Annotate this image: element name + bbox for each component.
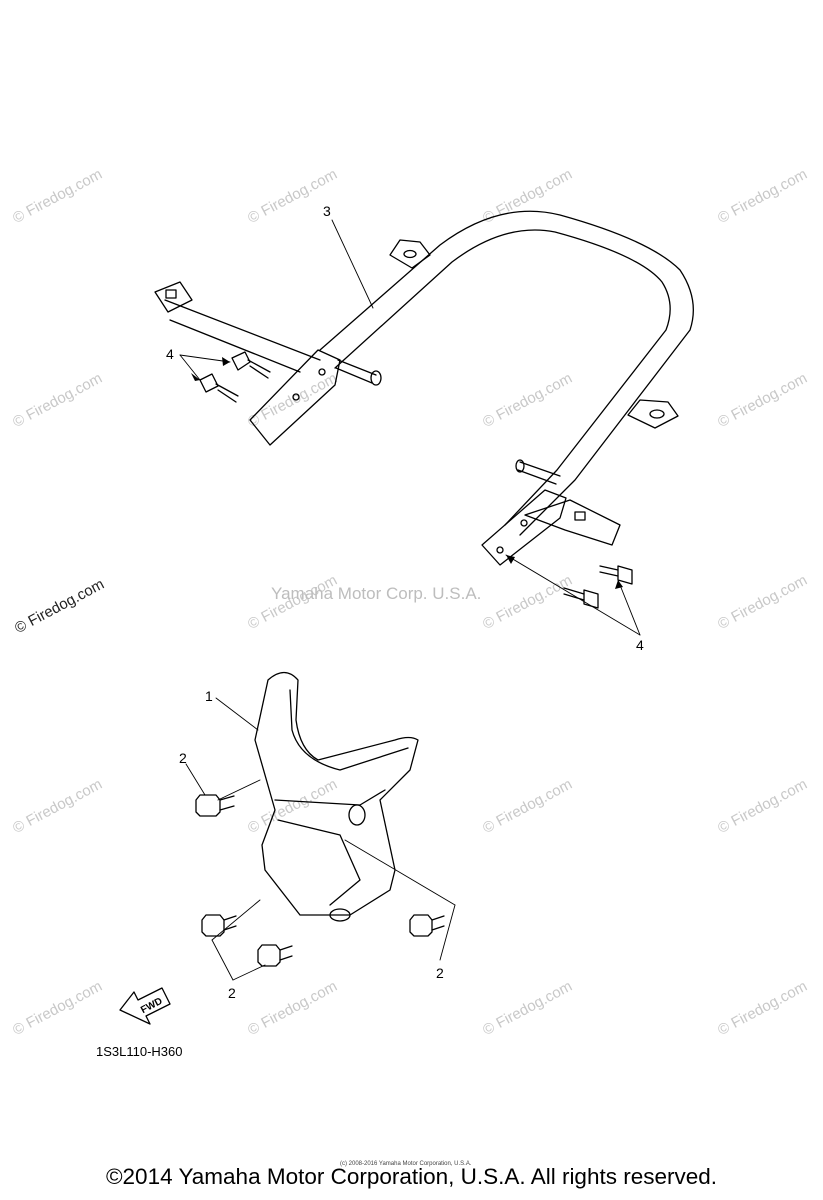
- bolt-part-4: [599, 565, 633, 585]
- callout-1: 1: [205, 688, 213, 704]
- diagram-code: 1S3L110-H360: [96, 1044, 183, 1059]
- leader-lines: [179, 219, 641, 981]
- leader-arrowheads: [191, 357, 623, 589]
- bolt-part-4: [199, 373, 239, 403]
- bolt-part-2: [409, 914, 445, 937]
- bolt-part-2: [257, 944, 293, 967]
- bolt-part-2: [201, 914, 237, 937]
- callout-2: 2: [179, 750, 187, 766]
- callout-2: 2: [436, 965, 444, 981]
- fwd-arrow-icon: [119, 987, 171, 1025]
- yamaha-center-watermark: Yamaha Motor Corp. U.S.A.: [271, 584, 482, 603]
- callout-4: 4: [166, 346, 174, 362]
- copyright-footer: ©2014 Yamaha Motor Corporation, U.S.A. A…: [105, 1164, 718, 1189]
- callout-4: 4: [636, 637, 644, 653]
- bolt-part-4: [231, 351, 271, 379]
- bolt-part-2: [195, 794, 235, 817]
- fine-print: (c) 2008-2016 Yamaha Motor Corporation, …: [340, 1161, 472, 1167]
- cover-part-1: [254, 671, 419, 922]
- callout-2: 2: [228, 985, 236, 1001]
- guard-bar-part-3: [154, 210, 694, 566]
- callout-3: 3: [323, 203, 331, 219]
- bolt-part-4: [563, 587, 599, 609]
